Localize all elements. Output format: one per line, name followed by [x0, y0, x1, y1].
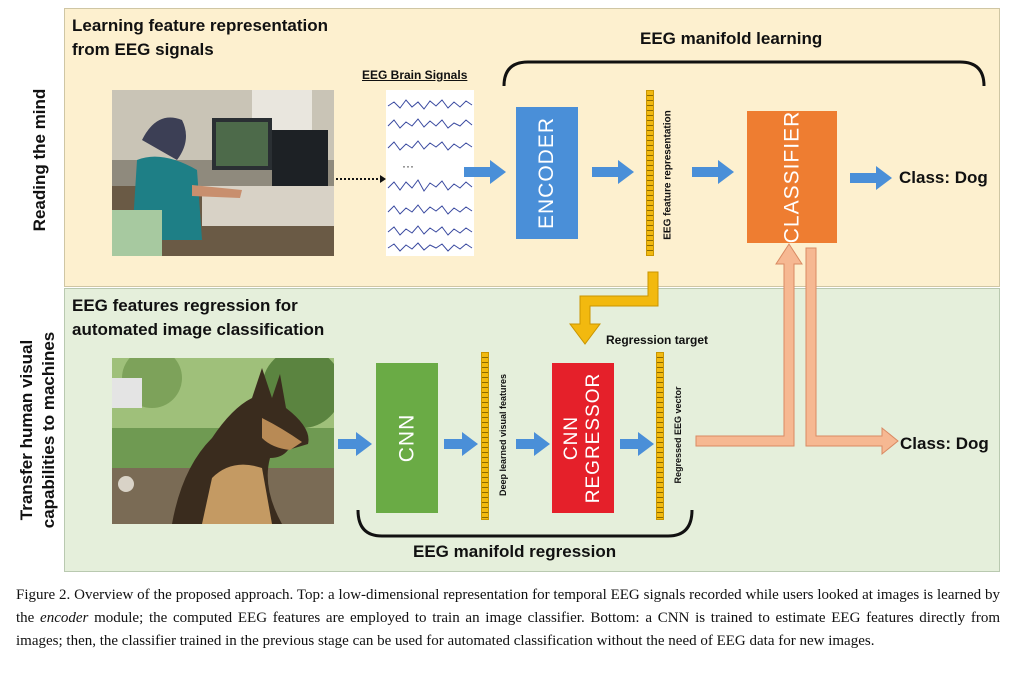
figure-caption: Figure 2. Overview of the proposed appro… — [16, 584, 1000, 653]
caption-emphasis: encoder — [40, 610, 89, 626]
classifier-label: CLASSIFIER — [780, 110, 804, 244]
bottom-panel-title-line2: automated image classification — [72, 320, 325, 339]
top-bracket — [502, 58, 986, 93]
salmon-arrow-paths — [690, 240, 902, 465]
regression-target-arrow — [566, 270, 666, 355]
bottom-panel-title: EEG features regression for automated im… — [72, 294, 324, 342]
bottom-manifold-label: EEG manifold regression — [413, 542, 617, 561]
encoder-block: ENCODER — [516, 107, 578, 239]
eeg-feature-label: EEG feature representation — [662, 110, 674, 240]
top-manifold-label: EEG manifold learning — [640, 29, 823, 48]
caption-suffix: module; the computed EEG features are em… — [16, 610, 1000, 649]
bottom-side-label: Transfer human visual capabilities to ma… — [16, 332, 60, 529]
bottom-class-output: Class: Dog — [900, 434, 989, 453]
arrow-encoder-to-features — [592, 160, 634, 189]
cnn-block: CNN — [376, 363, 438, 513]
regressor-label: CNN REGRESSOR — [561, 373, 605, 503]
bottom-side-label-line1: Transfer human visual — [17, 339, 36, 521]
regressor-label-line2: REGRESSOR — [583, 372, 605, 504]
top-panel-title-line1: Learning feature representation — [72, 16, 329, 35]
arrow-image-to-cnn — [338, 432, 372, 461]
dotted-connector — [336, 170, 386, 188]
bottom-side-label-line2: capabilities to machines — [39, 331, 58, 529]
regressor-label-line1: CNN — [561, 415, 583, 461]
eeg-signal-traces: ··· — [386, 90, 474, 256]
encoder-label: ENCODER — [535, 116, 559, 230]
cnn-label: CNN — [395, 413, 418, 463]
eeg-signals-label: EEG Brain Signals — [362, 68, 468, 82]
eeg-feature-bar — [646, 90, 654, 256]
arrow-features-to-regressor — [516, 432, 550, 461]
arrow-signals-to-encoder — [464, 160, 506, 189]
deep-features-bar — [481, 352, 489, 520]
regression-target-label: Regression target — [606, 333, 709, 347]
regressed-vector-label: Regressed EEG vector — [673, 386, 683, 484]
eeg-lab-photo — [112, 90, 334, 256]
arrow-cnn-to-features — [444, 432, 478, 461]
top-class-output: Class: Dog — [899, 168, 988, 187]
arrow-features-to-classifier — [692, 160, 734, 189]
bottom-bracket — [356, 508, 694, 545]
top-side-label: Reading the mind — [30, 88, 49, 232]
arrow-classifier-to-output — [850, 166, 892, 195]
top-panel-title: Learning feature representation from EEG… — [72, 14, 328, 62]
bottom-panel-title-line1: EEG features regression for — [72, 296, 298, 315]
arrow-regressor-to-vector — [620, 432, 654, 461]
deep-features-label: Deep learned visual features — [498, 373, 508, 497]
caption-prefix: Figure 2. Overview of the proposed appro… — [16, 587, 1000, 626]
classifier-block: CLASSIFIER — [747, 111, 837, 243]
regressed-vector-bar — [656, 352, 664, 520]
svg-text:···: ··· — [402, 159, 414, 173]
regressor-block: CNN REGRESSOR — [552, 363, 614, 513]
dog-photo — [112, 348, 342, 524]
top-panel-title-line2: from EEG signals — [72, 40, 214, 59]
